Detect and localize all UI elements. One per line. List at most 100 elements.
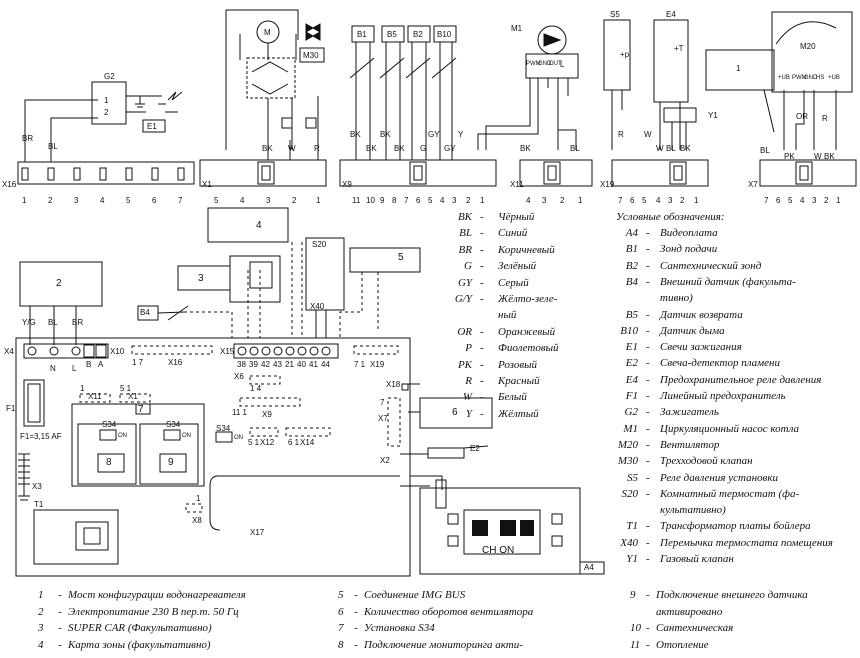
bottom-dash-6: - [354,622,358,635]
color-code-12: Y [465,407,472,420]
bottom-dash-11: - [646,638,650,651]
box-6-fan-rpm [419,397,493,429]
color-dash-11: - [480,391,484,404]
plus-p-label: +p [620,50,630,59]
designation-dash-16: - [646,487,650,500]
color-name-12: Жёлтый [498,407,539,420]
color-name-3: Зелёный [498,260,537,273]
designation-code-19: X40 [620,536,638,549]
bottom-text-8: Подключение внешнего датчика [656,589,808,601]
color-dash-9: - [480,358,484,371]
g2-label: G2 [104,72,115,81]
lcd-segments [472,520,534,536]
l-label-m1: L [560,60,565,69]
wire-bk-e4: BK [680,144,691,153]
x14-label: X14 [300,438,315,447]
color-code-11: W [462,391,472,404]
x19-pin-7: 7 [618,196,623,205]
wire-bk-m1: BK [520,144,531,153]
box-3-number: 3 [198,273,204,284]
m20-fan [771,11,853,93]
color-name-10: Красный [498,375,540,387]
m1-label: M1 [511,24,523,33]
out-label-m1: OUT [549,61,562,67]
x19-pin-5: 5 [642,196,647,205]
designation-dash-8: - [646,357,650,370]
f1-label: F1 [6,404,16,413]
x7-pin-6: 6 [776,196,781,205]
legend-title: Условные обозначения: [616,211,725,223]
bottom-dash-10: - [646,622,650,635]
x9-board [239,397,301,407]
color-code-0: BK [457,211,472,223]
on-label-a: ON [118,433,127,439]
wire-r-m20: R [822,114,828,123]
designation-dash-7: - [646,341,650,354]
wire-bk-3: BK [366,144,377,153]
designation-dash-10: - [646,390,650,402]
e1-label: E1 [147,122,157,131]
b2-label: B2 [413,30,423,39]
wire-bl: BL [48,142,58,151]
x11-label: X11 [510,180,524,189]
designation-dash-18: - [646,520,650,533]
designation-name-1: Зонд подачи [660,243,718,256]
x19-board-pins: 7 1 [354,360,366,369]
color-dash-1: - [480,227,484,240]
color-dash-0: - [480,211,484,223]
wire-bk-m20: BK [824,152,835,161]
x1-pin-4: 4 [240,196,245,205]
bottom-dash-1: - [58,605,62,618]
plus-t-label: +T [674,44,684,53]
designation-dash-20: - [646,553,650,565]
color-name-8: Фиолетовый [498,342,559,355]
bottom-text-1: Электропитание 230 В пер.т. 50 Гц [68,605,239,618]
color-code-2: BR [458,243,472,256]
x15-pins [237,346,331,356]
designation-name-19: Перемычка термостата помещения [660,536,833,549]
color-dash-12: - [480,407,484,420]
wire-w-e4: W [644,130,652,139]
x11-pin-2: 2 [560,196,565,205]
x7-board [387,397,401,447]
box-4-zone [207,207,289,243]
color-code-7: OR [457,325,472,338]
s20-thermostat [305,237,345,311]
wire-r-m30: R [314,144,320,153]
designation-name-12: Циркуляционный насос котла [660,422,799,435]
designation-name-6: Датчик дыма [660,324,725,337]
wire-w-m20: W [814,152,822,161]
x9-pin-11: 11 [352,196,361,205]
x1-pin-5: 5 [214,196,219,205]
x1-label: X1 [202,180,212,189]
x11-pin-4: 4 [526,196,531,205]
wire-bl-e4: BL [666,144,676,153]
designation-name-16: Комнатный термостат (фа- [660,487,800,500]
color-code-3: G [464,260,472,273]
x19-connector [611,159,709,187]
t1-transformer [33,509,119,565]
x7-connector [759,159,857,187]
x19-board-label: X19 [370,360,385,369]
designation-dash-1: - [646,243,650,256]
e4-switch [653,19,689,103]
wire-y: Y [458,130,464,139]
x7-pin-7: 7 [764,196,769,205]
box-5-imgbus [349,247,421,273]
s5-switch [603,19,631,91]
box-2-power [19,261,103,307]
pwm-label-m1: PWM [526,61,541,67]
x9-pin-10: 10 [366,196,375,205]
x11-connector [519,159,593,187]
hs-label: HS [816,75,825,81]
designation-code-10: F1 [625,390,638,402]
s20-label: S20 [312,240,327,249]
x12-label: X12 [260,438,275,447]
f1-rating: F1=3,15 AF [20,432,62,441]
x15-pin-21: 21 [285,360,294,369]
designation-code-3: B4 [625,275,638,288]
bottom-num-7: 8 [338,638,344,651]
box-1-number: 1 [736,64,741,73]
on-label-c: ON [234,435,243,441]
bottom-dash-0: - [58,589,62,601]
